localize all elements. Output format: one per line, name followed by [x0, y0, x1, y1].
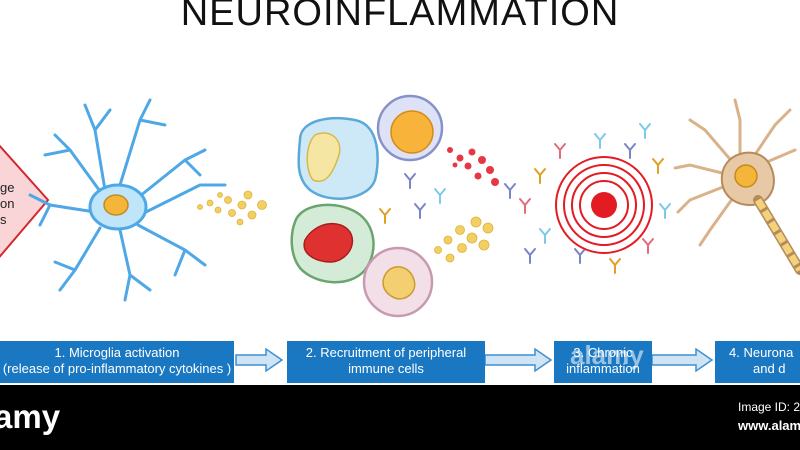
trigger-label-line-3: s [0, 212, 7, 227]
monocyte-nucleus [306, 132, 341, 182]
step-3-box: 3. Chronic inflammation [554, 341, 652, 383]
trigger-label-line-2: on [0, 196, 15, 211]
cytokines-group-2 [434, 216, 494, 263]
granulocyte-nucleus [382, 266, 416, 300]
step-2-box: 2. Recruitment of peripheral immune cell… [287, 341, 485, 383]
lymphocyte-nucleus [390, 110, 434, 154]
macrophage-nucleus [303, 222, 354, 263]
step-4-box: 4. Neurona and d [715, 341, 800, 383]
stock-footer-bar [0, 385, 800, 450]
red-cytokines [447, 147, 499, 186]
stock-logo: amy [0, 398, 61, 435]
inflammation-core [591, 192, 617, 218]
step-1-title: 1. Microglia activation [54, 345, 180, 360]
step-4-title: 4. Neurona [729, 345, 794, 360]
step-3-subtitle: inflammation [566, 361, 640, 376]
microglia-nucleus [103, 194, 129, 216]
site-url: www.alam [738, 418, 800, 433]
chronic-inflammation-target [555, 156, 653, 254]
cytokines-group-1 [197, 190, 267, 226]
flow-arrows [235, 347, 714, 373]
neuron-nucleus [734, 164, 758, 188]
step-1-box: 1. Microglia activation (release of pro-… [0, 341, 234, 383]
antibodies [379, 123, 671, 274]
step-2-subtitle: immune cells [348, 361, 424, 376]
diagram-title: NEUROINFLAMMATION [180, 0, 620, 34]
trigger-arrowhead [0, 144, 50, 258]
microglia-cell [28, 98, 227, 302]
step-4-subtitle: and d [753, 361, 786, 376]
step-3-title: 3. Chronic [573, 345, 633, 360]
watermark: alamy [570, 340, 644, 370]
image-id-label: Image ID: 2X [738, 400, 800, 414]
illustration-canvas [0, 94, 800, 373]
neuron-axon [753, 195, 800, 275]
step-2-title: 2. Recruitment of peripheral [305, 345, 467, 360]
trigger-label-line-1: ge [0, 180, 15, 195]
step-1-subtitle: (release of pro-inflammatory cytokines ) [2, 361, 232, 376]
